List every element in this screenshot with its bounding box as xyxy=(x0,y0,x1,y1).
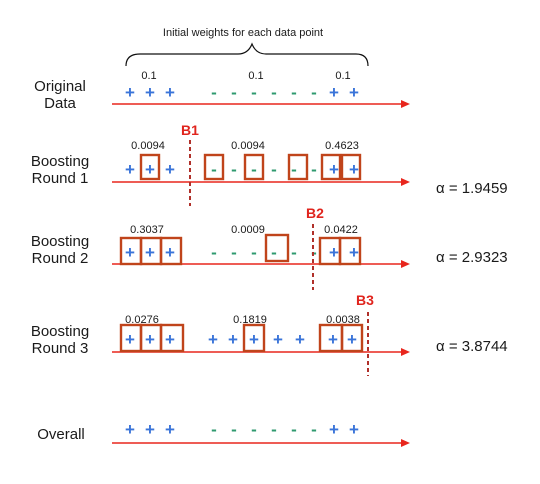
data-point-r2-8: - xyxy=(291,243,297,262)
weight-original-3: 0.1 xyxy=(335,70,351,82)
data-point-r3-8: + xyxy=(295,330,305,349)
data-point-original-8: - xyxy=(291,83,297,102)
misclassified-box-r1-3 xyxy=(243,153,265,181)
weight-r2-3: 0.0422 xyxy=(324,224,358,236)
data-point-r3-9: + xyxy=(328,330,338,349)
data-point-original-7: - xyxy=(271,83,277,102)
data-point-r1-1: + xyxy=(125,160,135,179)
misclassified-box-r2-6 xyxy=(338,236,362,266)
data-point-overall-1: + xyxy=(125,420,135,439)
data-point-overall-7: - xyxy=(271,420,277,439)
axis-arrowhead-r3 xyxy=(401,348,410,356)
data-point-original-2: + xyxy=(145,83,155,102)
data-point-r1-7: - xyxy=(271,160,277,179)
weight-r1-2: 0.0094 xyxy=(231,140,265,152)
weight-r1-3: 0.4623 xyxy=(325,140,359,152)
misclassified-box-r1-5 xyxy=(320,153,342,181)
data-point-r2-6: - xyxy=(251,243,257,262)
weights-caption: Initial weights for each data point xyxy=(162,27,324,39)
data-point-r1-5: - xyxy=(231,160,237,179)
axis-arrowhead-original xyxy=(401,100,410,108)
data-point-r2-5: - xyxy=(231,243,237,262)
misclassified-box-r3-3 xyxy=(159,323,185,353)
data-point-original-11: + xyxy=(349,83,359,102)
row-label-overall: Overall xyxy=(37,426,85,443)
boundary-label-b3: B3 xyxy=(356,292,374,308)
data-point-r3-4: + xyxy=(208,330,218,349)
data-point-overall-5: - xyxy=(231,420,237,439)
data-point-r2-11: + xyxy=(349,243,359,262)
axis-arrowhead-r2 xyxy=(401,260,410,268)
weight-original-1: 0.1 xyxy=(141,70,157,82)
data-point-r1-8: - xyxy=(291,160,297,179)
axis-arrowhead-overall xyxy=(401,439,410,447)
axis-arrowhead-r1 xyxy=(401,178,410,186)
data-point-r2-4: - xyxy=(211,243,217,262)
data-point-r3-2: + xyxy=(145,330,155,349)
data-point-original-3: + xyxy=(165,83,175,102)
data-point-r1-6: - xyxy=(251,160,257,179)
data-point-r1-11: + xyxy=(349,160,359,179)
data-point-r2-2: + xyxy=(145,243,155,262)
misclassified-box-r2-4 xyxy=(264,233,290,263)
data-point-overall-9: - xyxy=(311,420,317,439)
weights-brace xyxy=(125,42,369,67)
data-point-r1-9: - xyxy=(311,160,317,179)
data-point-original-5: - xyxy=(231,83,237,102)
data-point-overall-2: + xyxy=(145,420,155,439)
data-point-r3-1: + xyxy=(125,330,135,349)
data-point-r3-5: + xyxy=(228,330,238,349)
weight-r3-2: 0.1819 xyxy=(233,314,267,326)
misclassified-box-r1-2 xyxy=(203,153,225,181)
weight-original-2: 0.1 xyxy=(248,70,264,82)
misclassified-box-r1-6 xyxy=(340,153,362,181)
data-point-overall-6: - xyxy=(251,420,257,439)
data-point-r1-3: + xyxy=(165,160,175,179)
alpha-round-2: α = 2.9323 xyxy=(436,249,508,266)
alpha-round-1: α = 1.9459 xyxy=(436,180,508,197)
misclassified-box-r1-1 xyxy=(139,153,161,181)
data-point-overall-10: + xyxy=(329,420,339,439)
data-point-original-6: - xyxy=(251,83,257,102)
weight-r3-3: 0.0038 xyxy=(326,314,360,326)
data-point-overall-4: - xyxy=(211,420,217,439)
data-point-r2-3: + xyxy=(165,243,175,262)
data-point-original-10: + xyxy=(329,83,339,102)
data-point-original-1: + xyxy=(125,83,135,102)
weight-r1-1: 0.0094 xyxy=(131,140,165,152)
data-point-r1-10: + xyxy=(329,160,339,179)
data-point-overall-8: - xyxy=(291,420,297,439)
data-point-r2-1: + xyxy=(125,243,135,262)
data-point-original-4: - xyxy=(211,83,217,102)
data-point-overall-3: + xyxy=(165,420,175,439)
boundary-label-b2: B2 xyxy=(306,205,324,221)
data-point-r1-2: + xyxy=(145,160,155,179)
data-point-original-9: - xyxy=(311,83,317,102)
misclassified-box-r3-6 xyxy=(340,323,364,353)
data-point-r3-3: + xyxy=(165,330,175,349)
misclassified-box-r2-3 xyxy=(159,236,183,266)
data-point-r2-7: - xyxy=(271,243,277,262)
data-point-r2-10: + xyxy=(329,243,339,262)
boundary-label-b1: B1 xyxy=(181,122,199,138)
data-point-r3-6: + xyxy=(249,330,259,349)
weight-r2-1: 0.3037 xyxy=(130,224,164,236)
misclassified-box-r3-4 xyxy=(242,323,266,353)
data-point-r3-7: + xyxy=(273,330,283,349)
data-point-r1-4: - xyxy=(211,160,217,179)
weight-r2-2: 0.0009 xyxy=(231,224,265,236)
alpha-round-3: α = 3.8744 xyxy=(436,338,508,355)
data-point-r3-10: + xyxy=(347,330,357,349)
misclassified-box-r1-4 xyxy=(287,153,309,181)
weight-r3-1: 0.0276 xyxy=(125,314,159,326)
data-point-overall-11: + xyxy=(349,420,359,439)
